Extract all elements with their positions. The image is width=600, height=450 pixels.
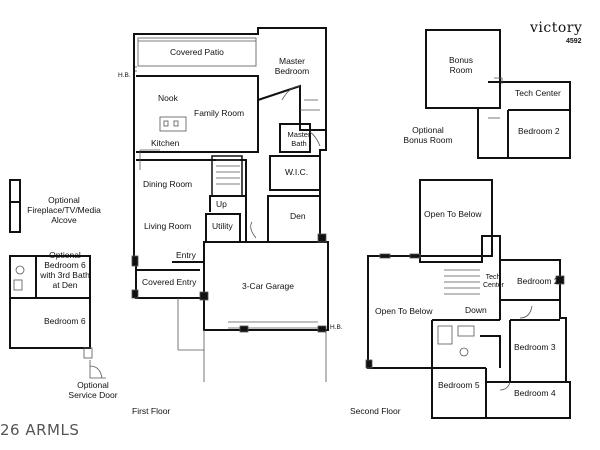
room-bedroom6: Bedroom 6 bbox=[44, 316, 86, 326]
room-utility: Utility bbox=[212, 221, 233, 231]
second-floor-outline bbox=[367, 235, 571, 419]
family-room-wall bbox=[136, 75, 259, 153]
room-covered-patio: Covered Patio bbox=[170, 47, 224, 57]
room-nook: Nook bbox=[158, 93, 178, 103]
hose-bib-top: H.B. bbox=[118, 72, 131, 79]
fireplace-alcove-wall bbox=[9, 179, 21, 203]
room-dining-room: Dining Room bbox=[143, 179, 193, 189]
open-to-below-top: Open To Below bbox=[424, 209, 482, 219]
room-bonus-room: Bonus Room bbox=[448, 55, 474, 75]
plan-number: 4592 bbox=[566, 38, 582, 45]
label-optional-fireplace: Optional Fireplace/TV/Media Alcove bbox=[27, 195, 101, 225]
room-covered-entry: Covered Entry bbox=[142, 277, 197, 287]
room-family-room: Family Room bbox=[194, 108, 245, 118]
room-entry: Entry bbox=[176, 250, 196, 260]
caption-first-floor: First Floor bbox=[132, 406, 171, 416]
label-optional-bonus-room: Optional Bonus Room bbox=[403, 125, 453, 145]
room-wic: W.I.C. bbox=[285, 167, 309, 177]
wic-wall bbox=[269, 155, 321, 191]
caption-second-floor: Second Floor bbox=[350, 406, 401, 416]
garage-wall bbox=[203, 241, 329, 331]
room-bedroom4: Bedroom 4 bbox=[514, 388, 556, 398]
room-living-room: Living Room bbox=[144, 221, 192, 231]
room-tech-center-bonus: Tech Center bbox=[515, 88, 561, 98]
label-optional-bedroom6: Optional Bedroom 6 with 3rd Bath at Den bbox=[40, 250, 90, 290]
hose-bib-bottom: H.B. bbox=[330, 324, 343, 331]
room-kitchen: Kitchen bbox=[151, 138, 180, 148]
bonus-room-wall bbox=[425, 29, 501, 109]
stair-down: Down bbox=[465, 305, 487, 315]
room-master-bedroom: Master Bedroom bbox=[274, 56, 310, 76]
bedroom6-wall bbox=[9, 255, 91, 349]
brand-name: victory bbox=[530, 20, 583, 36]
room-bedroom3: Bedroom 3 bbox=[514, 342, 556, 352]
room-bedroom2: Bedroom 2 bbox=[517, 276, 559, 286]
room-tech-center: Tech Center bbox=[483, 274, 505, 289]
room-bedroom2-bonus: Bedroom 2 bbox=[518, 126, 560, 136]
room-garage: 3-Car Garage bbox=[242, 281, 294, 291]
open-to-below-top-wall bbox=[419, 179, 493, 257]
room-master-bath: Master Bath bbox=[287, 130, 311, 148]
stair-up: Up bbox=[216, 199, 227, 209]
watermark: 26 ARMLS bbox=[0, 421, 80, 439]
utility-wall bbox=[205, 213, 241, 243]
room-bedroom5: Bedroom 5 bbox=[438, 380, 480, 390]
room-den: Den bbox=[290, 211, 306, 221]
open-to-below-left: Open To Below bbox=[375, 306, 433, 316]
label-optional-service-door: Optional Service Door bbox=[68, 380, 118, 400]
